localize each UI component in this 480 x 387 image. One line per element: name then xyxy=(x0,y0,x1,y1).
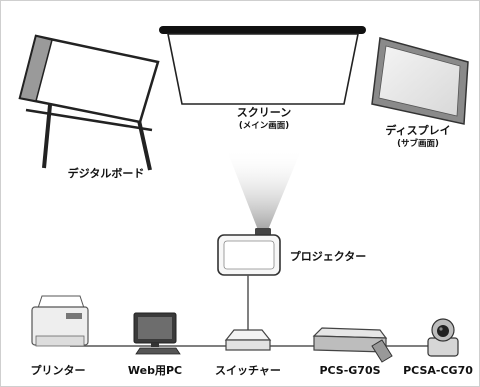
ptz-camera-icon xyxy=(427,318,459,357)
pcsa-cg70-label: PCSA-CG70 xyxy=(403,364,473,377)
printer-icon xyxy=(31,295,89,347)
monitor-icon xyxy=(133,312,181,355)
switcher-icon xyxy=(224,329,272,351)
switcher-front xyxy=(225,339,271,351)
digital-board-icon xyxy=(18,34,160,171)
switcher-top xyxy=(224,329,272,341)
pcs-g70s-label: PCS-G70S xyxy=(319,364,380,377)
digital-board-label: デジタルボード xyxy=(68,166,145,180)
camera-lens-glint xyxy=(439,327,443,331)
printer-panel xyxy=(66,313,82,319)
board-crossbar xyxy=(25,108,153,132)
projection-screen-icon xyxy=(159,26,366,105)
pc-keyboard xyxy=(135,347,181,355)
projector-lens xyxy=(255,228,271,236)
flat-display-icon xyxy=(371,37,469,125)
pc-monitor-stand xyxy=(151,343,159,347)
codec-unit-icon xyxy=(312,327,393,363)
printer-label: プリンター xyxy=(31,363,86,377)
screen-sub-label: (メイン画面) xyxy=(239,121,289,131)
printer-paper-tray xyxy=(37,295,85,309)
screen-surface xyxy=(167,33,359,105)
screen-housing-bar xyxy=(159,26,366,34)
web-pc-label: Web用PC xyxy=(128,364,182,377)
codec-remote xyxy=(371,339,393,363)
camera-lens xyxy=(437,325,449,337)
display-sub-label: (サブ画面) xyxy=(397,138,439,149)
display-label: ディスプレイ xyxy=(385,123,450,137)
switcher-label: スイッチャー xyxy=(215,364,281,377)
board-leg-left xyxy=(42,104,52,169)
projector-icon xyxy=(217,228,281,276)
pc-monitor-screen xyxy=(138,317,172,339)
projector-beam xyxy=(226,148,302,230)
printer-output xyxy=(35,335,85,347)
board-leg-right xyxy=(136,115,152,171)
projector-front xyxy=(223,240,275,270)
projector-label: プロジェクター xyxy=(290,249,367,263)
display-panel xyxy=(378,45,461,117)
screen-label: スクリーン xyxy=(237,106,291,119)
board-side-panel xyxy=(19,35,53,102)
